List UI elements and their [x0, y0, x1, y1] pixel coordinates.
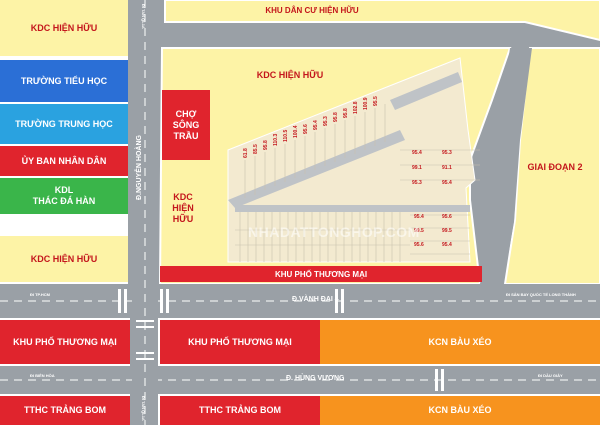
giai-doan-2-label: GIAI ĐOẠN 2 — [527, 162, 583, 172]
road-label-tp-hcm: ĐI TP.HCM — [30, 292, 50, 297]
khu-pho-thuong-mai-left: KHU PHỐ THƯƠNG MẠI — [0, 320, 130, 364]
lot-number: 110.5 — [283, 129, 289, 142]
crosswalks — [118, 289, 444, 391]
internal-street-2 — [235, 205, 470, 212]
khu-pho-thuong-mai-strip: KHU PHỐ THƯƠNG MẠI — [160, 266, 482, 282]
lot-number: 95.4 — [313, 120, 319, 130]
lot-number: 95.8 — [343, 108, 349, 118]
tthc-trang-bom-bottom: TTHC TRẢNG BOM — [160, 396, 320, 425]
road-label-top: ĐI TAN QL1A — [141, 4, 146, 29]
internal-street-3 — [390, 72, 462, 110]
lot-number: 100.9 — [363, 97, 369, 110]
kdc-hien-huu-side: KDC HIỆN HỮU — [172, 192, 194, 224]
lot-number: 110.3 — [273, 133, 279, 146]
lot-number: 99.1 — [412, 165, 422, 171]
lot-number: 95.4 — [412, 150, 422, 156]
kcn-bau-xeo-1: KCN BÀU XÉO — [320, 320, 600, 364]
road-label-hung-vuong: Đ. HÙNG VƯƠNG — [286, 375, 345, 382]
diagonal-road — [480, 48, 532, 284]
kdl-thac-da-han: KDL THÁC ĐÁ HÀN — [0, 178, 128, 214]
khu-pho-thuong-mai-bottom: KHU PHỐ THƯƠNG MẠI — [160, 320, 320, 364]
lot-number: 95.6 — [414, 242, 424, 248]
road-label-bien-hoa: ĐI BIÊN HÒA — [30, 373, 55, 378]
lot-number: 91.1 — [442, 165, 452, 171]
lot-grid — [235, 104, 480, 262]
road-label-nguyen-hoang: Đ.NGUYỄN HOÀNG — [136, 135, 143, 200]
lot-number: 100.4 — [293, 125, 299, 138]
uy-ban-nhan-dan: ỦY BAN NHÂN DÂN — [0, 146, 128, 176]
lot-number: 95.4 — [414, 214, 424, 220]
lot-number: 95.3 — [442, 150, 452, 156]
lot-number: 95.6 — [442, 214, 452, 220]
watermark: NHADATTONGHOP.COM — [248, 224, 420, 240]
lot-number: 95.8 — [263, 140, 269, 150]
kdc-hien-huu-top: KDC HIỆN HỮU — [0, 0, 128, 56]
lot-number: 95.3 — [412, 180, 422, 186]
internal-street-1 — [228, 130, 405, 208]
road-label-bottom: ĐI TAN QL1A — [141, 396, 146, 421]
lot-number: 102.8 — [353, 101, 359, 114]
truong-tieu-hoc: TRƯỜNG TIỂU HỌC — [0, 60, 128, 102]
lot-number: 95.8 — [333, 112, 339, 122]
kcn-bau-xeo-2: KCN BÀU XÉO — [320, 396, 600, 425]
kdc-hien-huu-center: KDC HIỆN HỮU — [256, 70, 324, 80]
kdc-hien-huu-bottom: KDC HIỆN HỮU — [0, 236, 128, 282]
road-label-vanh-dai: Đ.VÀNH ĐAI 4 — [292, 296, 339, 303]
lot-number: 95.5 — [373, 96, 379, 106]
lot-number: 95.6 — [303, 124, 309, 134]
lot-number: 95.3 — [323, 116, 329, 126]
lot-number: 95.4 — [442, 180, 452, 186]
lot-number: 99.5 — [414, 228, 424, 234]
lot-number: 95.4 — [442, 242, 452, 248]
lot-number: 99.5 — [442, 228, 452, 234]
lot-number: 61.8 — [243, 148, 249, 158]
tthc-trang-bom-left: TTHC TRẢNG BOM — [0, 396, 130, 425]
road-label-san-bay: ĐI SÂN BAY QUỐC TẾ LONG THÀNH — [506, 292, 576, 297]
khu-dan-cu-hien-huu-label: KHU DÂN CƯ HIỆN HỮU — [265, 6, 359, 15]
truong-trung-hoc: TRƯỜNG TRUNG HỌC — [0, 104, 128, 144]
road-label-dau-giay: ĐI DẦU GIÂY — [538, 373, 563, 378]
lot-number: 85.5 — [253, 144, 259, 154]
cho-song-trau: CHỢ SÔNG TRẦU — [162, 90, 210, 160]
top-residential-area — [164, 0, 600, 42]
